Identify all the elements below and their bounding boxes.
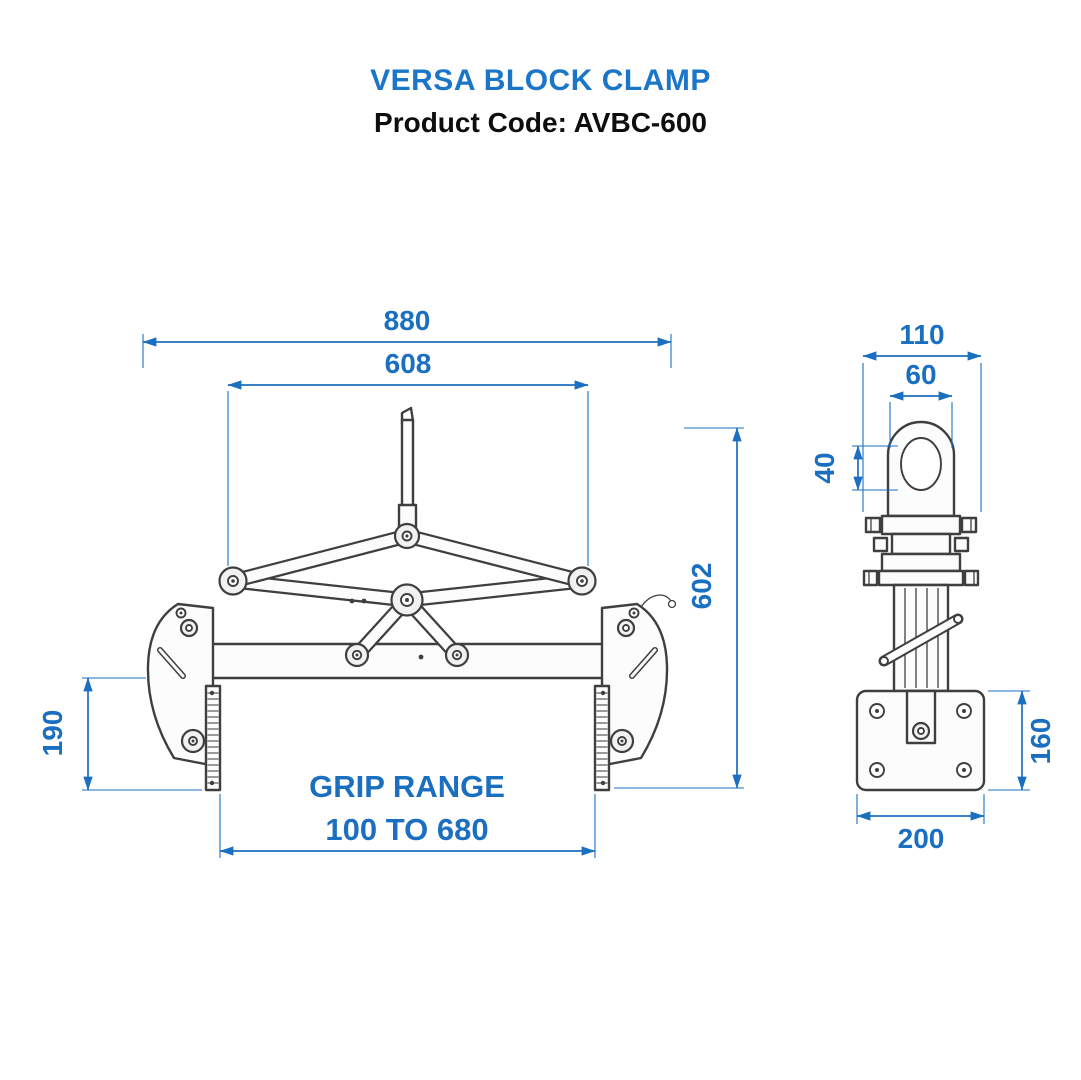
dim-text-608: 608 — [385, 348, 432, 379]
dim-text-40: 40 — [809, 452, 840, 483]
drawing-title: VERSA BLOCK CLAMP — [370, 64, 711, 97]
drawing-header: VERSA BLOCK CLAMP Product Code: AVBC-600 — [0, 0, 1081, 139]
base-plate — [855, 689, 986, 792]
dim-side-base-height: 160 — [988, 690, 1056, 791]
dim-text-60: 60 — [905, 359, 936, 390]
lifting-eye — [886, 420, 956, 518]
scissor-linkage — [225, 528, 590, 663]
main-beam — [195, 642, 620, 680]
pivot-pins — [218, 522, 597, 668]
product-code-line: Product Code: AVBC-600 — [0, 98, 1081, 139]
side-view: 110 60 40 160 200 — [809, 319, 1056, 854]
dim-front-pivot-span: 608 — [227, 348, 589, 566]
dim-text-880: 880 — [384, 305, 431, 336]
grip-range-label: GRIP RANGE — [309, 769, 505, 804]
release-cable — [640, 594, 672, 608]
grip-range-value: 100 TO 680 — [325, 812, 488, 847]
dim-front-pad-height: 190 — [37, 677, 202, 791]
product-code-value: AVBC-600 — [573, 107, 707, 138]
grip-pad-right — [593, 684, 611, 792]
dim-text-602: 602 — [686, 563, 717, 610]
left-jaw — [146, 602, 215, 766]
product-code-label: Product Code: — [374, 107, 567, 138]
dim-text-160: 160 — [1025, 718, 1056, 765]
dim-text-190: 190 — [37, 710, 68, 757]
lifting-shank — [397, 406, 418, 535]
dim-text-110: 110 — [899, 319, 944, 350]
dim-front-overall-height: 602 — [614, 427, 744, 789]
front-view: 880 608 602 190 GRIP RANGE — [37, 305, 744, 858]
dim-grip-range: GRIP RANGE 100 TO 680 — [219, 769, 596, 858]
dim-text-200: 200 — [898, 823, 945, 854]
dim-side-head-width: 110 — [862, 319, 982, 512]
grip-pad-left — [204, 684, 222, 792]
clamp-body-side — [862, 514, 980, 693]
dim-side-eye-width: 60 — [889, 359, 953, 448]
dim-front-overall-width: 880 — [142, 305, 672, 368]
right-jaw — [600, 594, 677, 766]
dim-side-base-width: 200 — [856, 794, 985, 854]
dim-side-eye-hole: 40 — [809, 445, 898, 491]
